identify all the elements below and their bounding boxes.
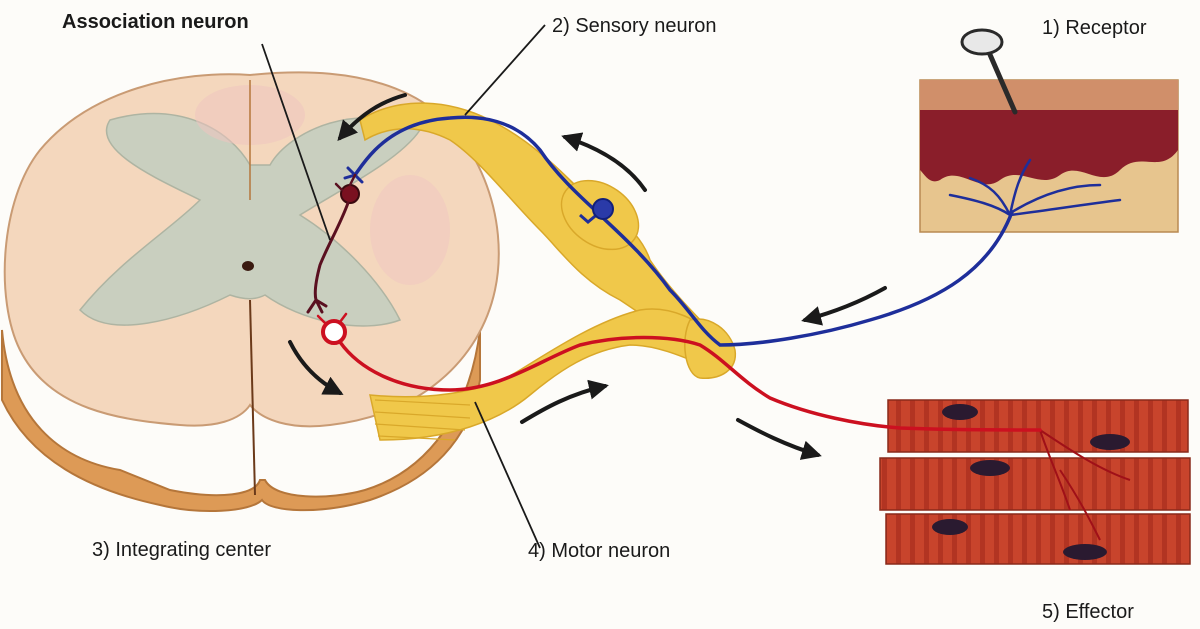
spinal-nerve-trunk xyxy=(684,318,736,379)
arrow-icon xyxy=(736,418,822,460)
ventral-rootlets xyxy=(374,399,471,441)
arrow-icon xyxy=(801,286,887,326)
motor-end-plate xyxy=(1039,429,1131,541)
median-fissure-lower xyxy=(249,299,256,496)
arrow-icon xyxy=(288,340,344,395)
muscle-fiber-bottom xyxy=(885,513,1191,565)
leader-lines xyxy=(261,24,546,549)
muscle-fiber-middle xyxy=(879,457,1191,511)
sensory-neuron xyxy=(343,115,1014,347)
muscle-nucleus xyxy=(1090,434,1130,450)
label-motor-neuron: 4) Motor neuron xyxy=(528,540,671,562)
gray-matter xyxy=(78,112,422,327)
label-effector: 5) Effector xyxy=(1042,601,1134,623)
motor-neuron xyxy=(316,312,1042,432)
lateral-column xyxy=(370,175,450,285)
arrow-icon xyxy=(561,132,647,192)
label-sensory-neuron: 2) Sensory neuron xyxy=(552,15,717,37)
leader-sensory-neuron xyxy=(464,24,546,116)
leader-association-neuron xyxy=(261,43,331,241)
muscle-nucleus xyxy=(942,404,978,420)
label-receptor: 1) Receptor xyxy=(1042,17,1147,39)
motor-neuron-axon xyxy=(338,335,1042,432)
dermis xyxy=(920,110,1178,185)
muscle-nucleus xyxy=(970,460,1010,476)
label-association-neuron: Association neuron xyxy=(62,11,249,33)
arrow-icon xyxy=(520,379,609,424)
epidermis xyxy=(920,80,1178,110)
sensory-neuron-cell-body xyxy=(592,198,614,220)
spinal-cord xyxy=(1,71,500,512)
muscle-nucleus xyxy=(932,519,968,535)
arrow-icon xyxy=(337,93,407,142)
association-neuron-axon xyxy=(306,201,350,314)
sensory-neuron-terminal xyxy=(343,166,364,184)
association-neuron-cell-body xyxy=(340,184,360,204)
muscle-fiber-top xyxy=(887,399,1189,453)
direction-arrows xyxy=(288,93,887,460)
association-neuron xyxy=(306,173,360,314)
motor-neuron-cell-body xyxy=(321,319,347,345)
central-canal xyxy=(242,261,254,271)
muscle-nucleus xyxy=(1063,544,1107,560)
motor-neuron-dendrite xyxy=(316,312,348,326)
skin-section xyxy=(919,28,1179,233)
sensory-neuron-axon xyxy=(353,115,1014,347)
tack-icon xyxy=(960,28,1018,115)
label-integrating-center: 3) Integrating center xyxy=(92,539,271,561)
muscle-section xyxy=(879,399,1191,565)
association-neuron-dendrite xyxy=(334,173,357,192)
receptor-branches xyxy=(948,158,1122,217)
leader-motor-neuron xyxy=(474,401,541,549)
